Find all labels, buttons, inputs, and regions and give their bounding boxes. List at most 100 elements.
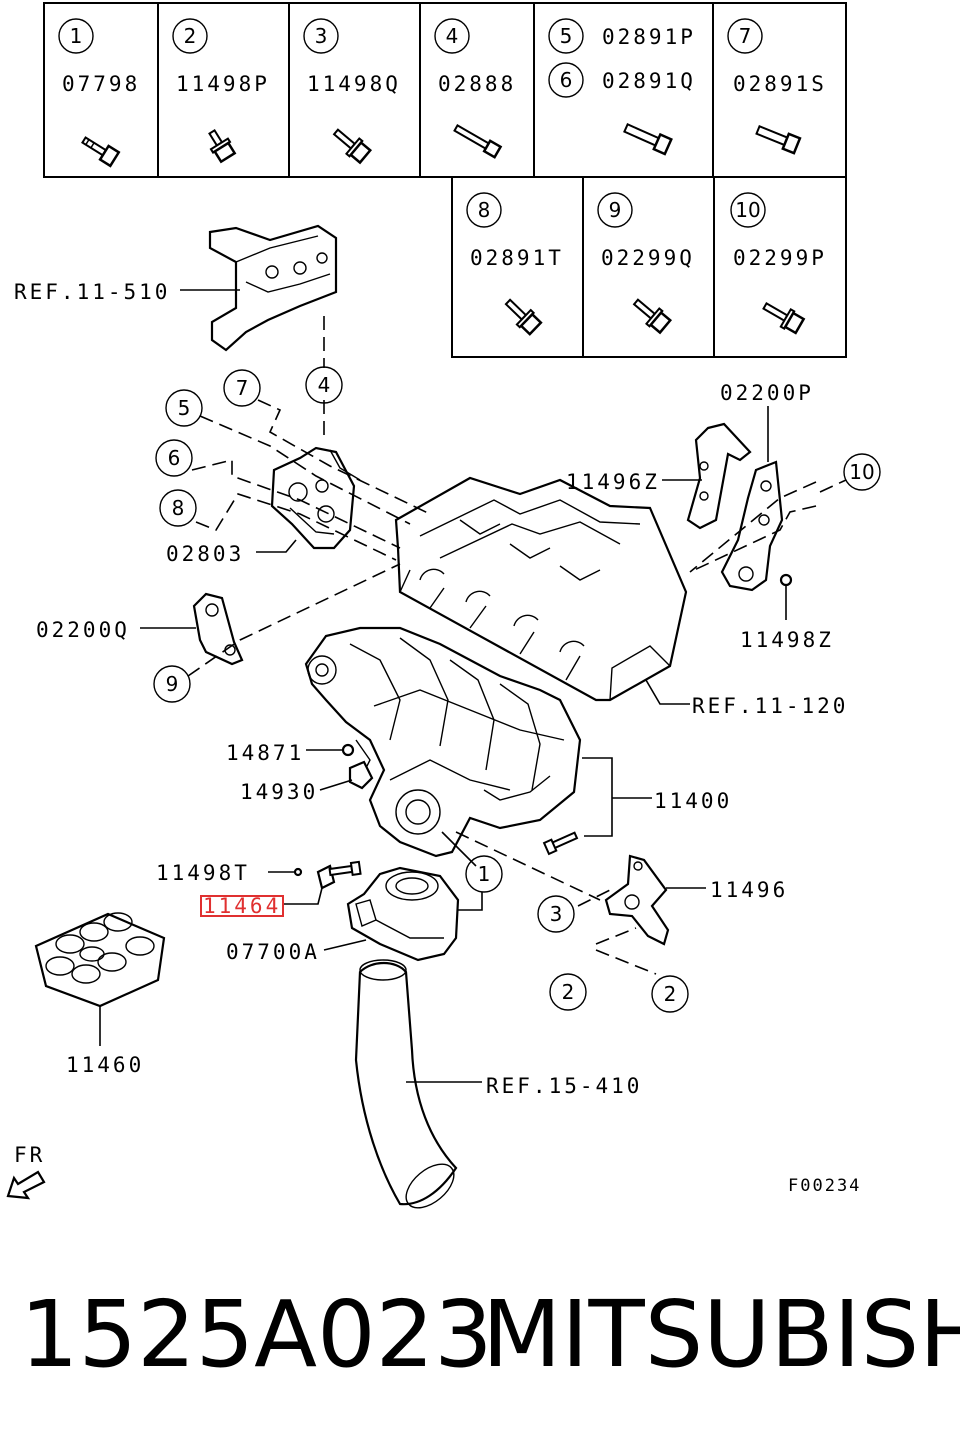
- fastener-code: 02891S: [733, 72, 827, 96]
- fastener-cell-10: 10 02299P: [730, 192, 827, 335]
- flange-bolt-icon: [504, 298, 543, 336]
- part-number: 1525A023: [20, 1281, 493, 1388]
- fastener-code: 11498P: [176, 72, 270, 96]
- bubble-9-icon: [153, 665, 191, 703]
- long-bolt-icon: [623, 123, 673, 156]
- callout-11496z: 11496Z: [566, 470, 660, 494]
- callout-02200p: 02200P: [720, 381, 814, 405]
- bubble-2-icon: [172, 18, 208, 54]
- fastener-number: 9: [609, 198, 622, 222]
- bolt-11498t: [328, 860, 362, 877]
- fr-label: FR: [14, 1143, 45, 1167]
- bracket-02200p: [720, 460, 784, 592]
- fastener-code: 02891T: [470, 246, 564, 270]
- bubble-8: 8: [172, 496, 185, 520]
- bubble-3: 3: [550, 902, 563, 926]
- fastener-number: 3: [315, 24, 328, 48]
- bubble-5-icon: [165, 389, 203, 427]
- callout-07700a: 07700A: [226, 940, 320, 964]
- fastener-code: 02891Q: [602, 69, 696, 93]
- fastener-number: 2: [184, 24, 197, 48]
- bubble-7-icon: [223, 369, 261, 407]
- brand: MITSUBISHI: [482, 1281, 960, 1388]
- bubble-9: 9: [166, 672, 179, 696]
- callout-11460: 11460: [66, 1053, 144, 1077]
- flange-bolt-icon: [762, 302, 806, 335]
- flange-bolt-icon: [632, 298, 673, 335]
- fastener-cell-4: 4 02888: [434, 18, 516, 159]
- bubble-4-icon: [305, 366, 343, 404]
- callout-bubbles: 7 4 5 6 8 9 10 1 3 2 2: [153, 366, 881, 1013]
- fastener-code: 11498Q: [307, 72, 401, 96]
- bubble-8-icon: [159, 489, 197, 527]
- fastener-number: 6: [560, 68, 573, 92]
- callout-ref-11-510: REF.11-510: [14, 280, 170, 304]
- fastener-code: 02891P: [602, 25, 696, 49]
- front-arrow-icon: [6, 1170, 46, 1200]
- throttle-body: [346, 866, 460, 962]
- callout-ref-15-410: REF.15-410: [486, 1074, 642, 1098]
- intake-manifold: [304, 626, 582, 858]
- plug-14871: [341, 743, 355, 757]
- bubble-1: 1: [478, 862, 491, 886]
- callout-14930: 14930: [240, 780, 318, 804]
- small-bolt-11498z: [779, 573, 793, 587]
- fastener-cell-1: 1 07798: [58, 18, 140, 168]
- bubble-10-icon: [730, 192, 766, 228]
- highlight-box: [200, 895, 284, 917]
- sensor-14930: [348, 760, 374, 790]
- air-hose: [354, 959, 458, 1209]
- callout-11400: 11400: [654, 789, 732, 813]
- fastener-number: 4: [446, 24, 459, 48]
- bubble-1-icon: [58, 18, 94, 54]
- callout-02200q: 02200Q: [36, 618, 130, 642]
- bubble-3-icon: [303, 18, 339, 54]
- fastener-cell-5-6: 5 02891P 6 02891Q: [548, 18, 696, 156]
- bubble-6-icon: [155, 439, 193, 477]
- callout-11498z: 11498Z: [740, 628, 834, 652]
- gasket-11460: [34, 912, 166, 1008]
- fastener-number: 5: [560, 24, 573, 48]
- fastener-table: 1 07798 2 11498P 3 11498Q: [43, 2, 847, 358]
- fastener-number: 8: [478, 198, 491, 222]
- callout-11464-highlighted: 11464: [203, 894, 281, 918]
- callout-11496: 11496: [710, 878, 788, 902]
- figure-code: F00234: [788, 1176, 861, 1196]
- callout-02803: 02803: [166, 542, 244, 566]
- bubble-2b: 2: [664, 982, 677, 1006]
- fastener-cell-3: 3 11498Q: [303, 18, 401, 165]
- fastener-code: 02888: [438, 72, 516, 96]
- fastener-number: 10: [735, 198, 760, 222]
- bubble-7: 7: [236, 376, 249, 400]
- bubble-10: 10: [849, 460, 874, 484]
- cylinder-head: [394, 476, 688, 702]
- fastener-cell-9: 9 02299Q: [597, 192, 695, 335]
- bubble-1-icon: [465, 855, 503, 893]
- bubble-7-icon: [727, 18, 763, 54]
- manifold-bolt: [542, 831, 579, 856]
- bolt-icon: [81, 136, 121, 168]
- bubble-9-icon: [597, 192, 633, 228]
- bubble-5-icon: [548, 18, 584, 54]
- long-bolt-icon: [755, 124, 802, 155]
- fastener-cell-7: 7 02891S: [727, 18, 827, 155]
- bubble-4-icon: [434, 18, 470, 54]
- fastener-number: 7: [739, 24, 752, 48]
- callout-14871: 14871: [226, 741, 304, 765]
- callout-11498t: 11498T: [156, 861, 250, 885]
- bracket-02803: [270, 446, 361, 550]
- fastener-code: 07798: [62, 72, 140, 96]
- stud-bolt-icon: [453, 124, 503, 159]
- fastener-cell-8: 8 02891T: [466, 192, 564, 336]
- fastener-code: 02299P: [733, 246, 827, 270]
- flange-bolt-icon: [332, 128, 373, 165]
- bubble-6-icon: [548, 62, 584, 98]
- bubble-6: 6: [168, 446, 181, 470]
- bubble-2b-icon: [651, 975, 689, 1013]
- bubble-5: 5: [178, 396, 191, 420]
- bracket-02200q: [192, 592, 244, 666]
- fastener-code: 02299Q: [601, 246, 695, 270]
- bubble-2a: 2: [562, 980, 575, 1004]
- callout-ref-11-120: REF.11-120: [692, 694, 848, 718]
